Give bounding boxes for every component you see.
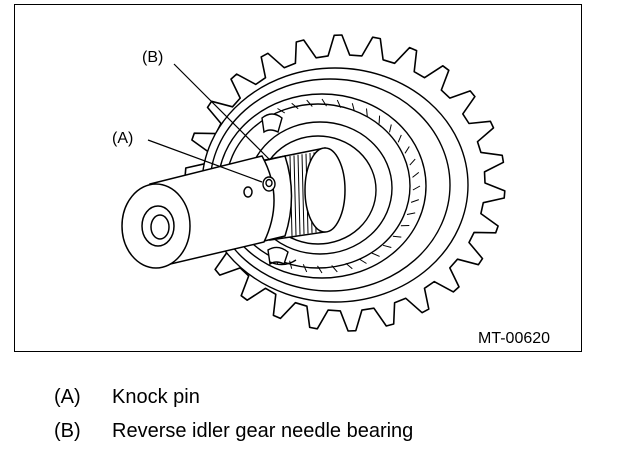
serration-mark — [366, 108, 368, 117]
serration-mark — [331, 265, 338, 273]
legend-key-a: (A) — [54, 386, 81, 408]
serration-mark — [404, 146, 410, 154]
serration-mark — [345, 262, 353, 270]
serration-mark — [351, 103, 355, 112]
serration-mark — [277, 108, 286, 114]
serration-mark — [409, 158, 416, 166]
serration-mark — [392, 235, 402, 238]
serration-mark — [291, 102, 299, 110]
serration-mark — [317, 265, 323, 274]
legend-text-a: Knock pin — [112, 386, 200, 408]
legend-key-b: (B) — [54, 420, 81, 442]
spline-mark — [293, 155, 297, 236]
serration-mark — [410, 199, 419, 203]
serration-mark — [406, 212, 416, 215]
leader-line-b — [173, 63, 271, 161]
serration-mark — [302, 264, 308, 273]
legend-item-a: (A) Knock pin — [54, 380, 413, 414]
callout-label-a: (A) — [112, 130, 133, 147]
figure-frame — [14, 4, 582, 352]
serration-mark — [321, 98, 327, 107]
serration-mark — [412, 172, 420, 178]
serration-mark — [412, 185, 421, 191]
serration-mark — [358, 258, 367, 264]
serration-mark — [289, 260, 293, 269]
shaft — [121, 147, 346, 269]
callout-label-b: (B) — [142, 49, 163, 66]
legend: (A) Knock pin (B) Reverse idler gear nee… — [54, 380, 413, 448]
serration-mark — [336, 99, 342, 108]
serration-mark — [371, 252, 380, 257]
serration-mark — [382, 244, 392, 248]
legend-item-b: (B) Reverse idler gear needle bearing — [54, 414, 413, 448]
spline-mark — [297, 154, 301, 235]
legend-text-b: Reverse idler gear needle bearing — [112, 420, 414, 442]
spline-mark — [301, 154, 305, 235]
knock-pin — [262, 176, 276, 192]
leader-lines — [147, 63, 271, 183]
serration-mark — [378, 115, 381, 124]
serration-mark — [397, 134, 402, 143]
leader-line-a — [147, 139, 263, 183]
serration-mark — [306, 99, 313, 107]
figure-code: MT-00620 — [478, 330, 550, 347]
serration-mark — [389, 124, 392, 133]
